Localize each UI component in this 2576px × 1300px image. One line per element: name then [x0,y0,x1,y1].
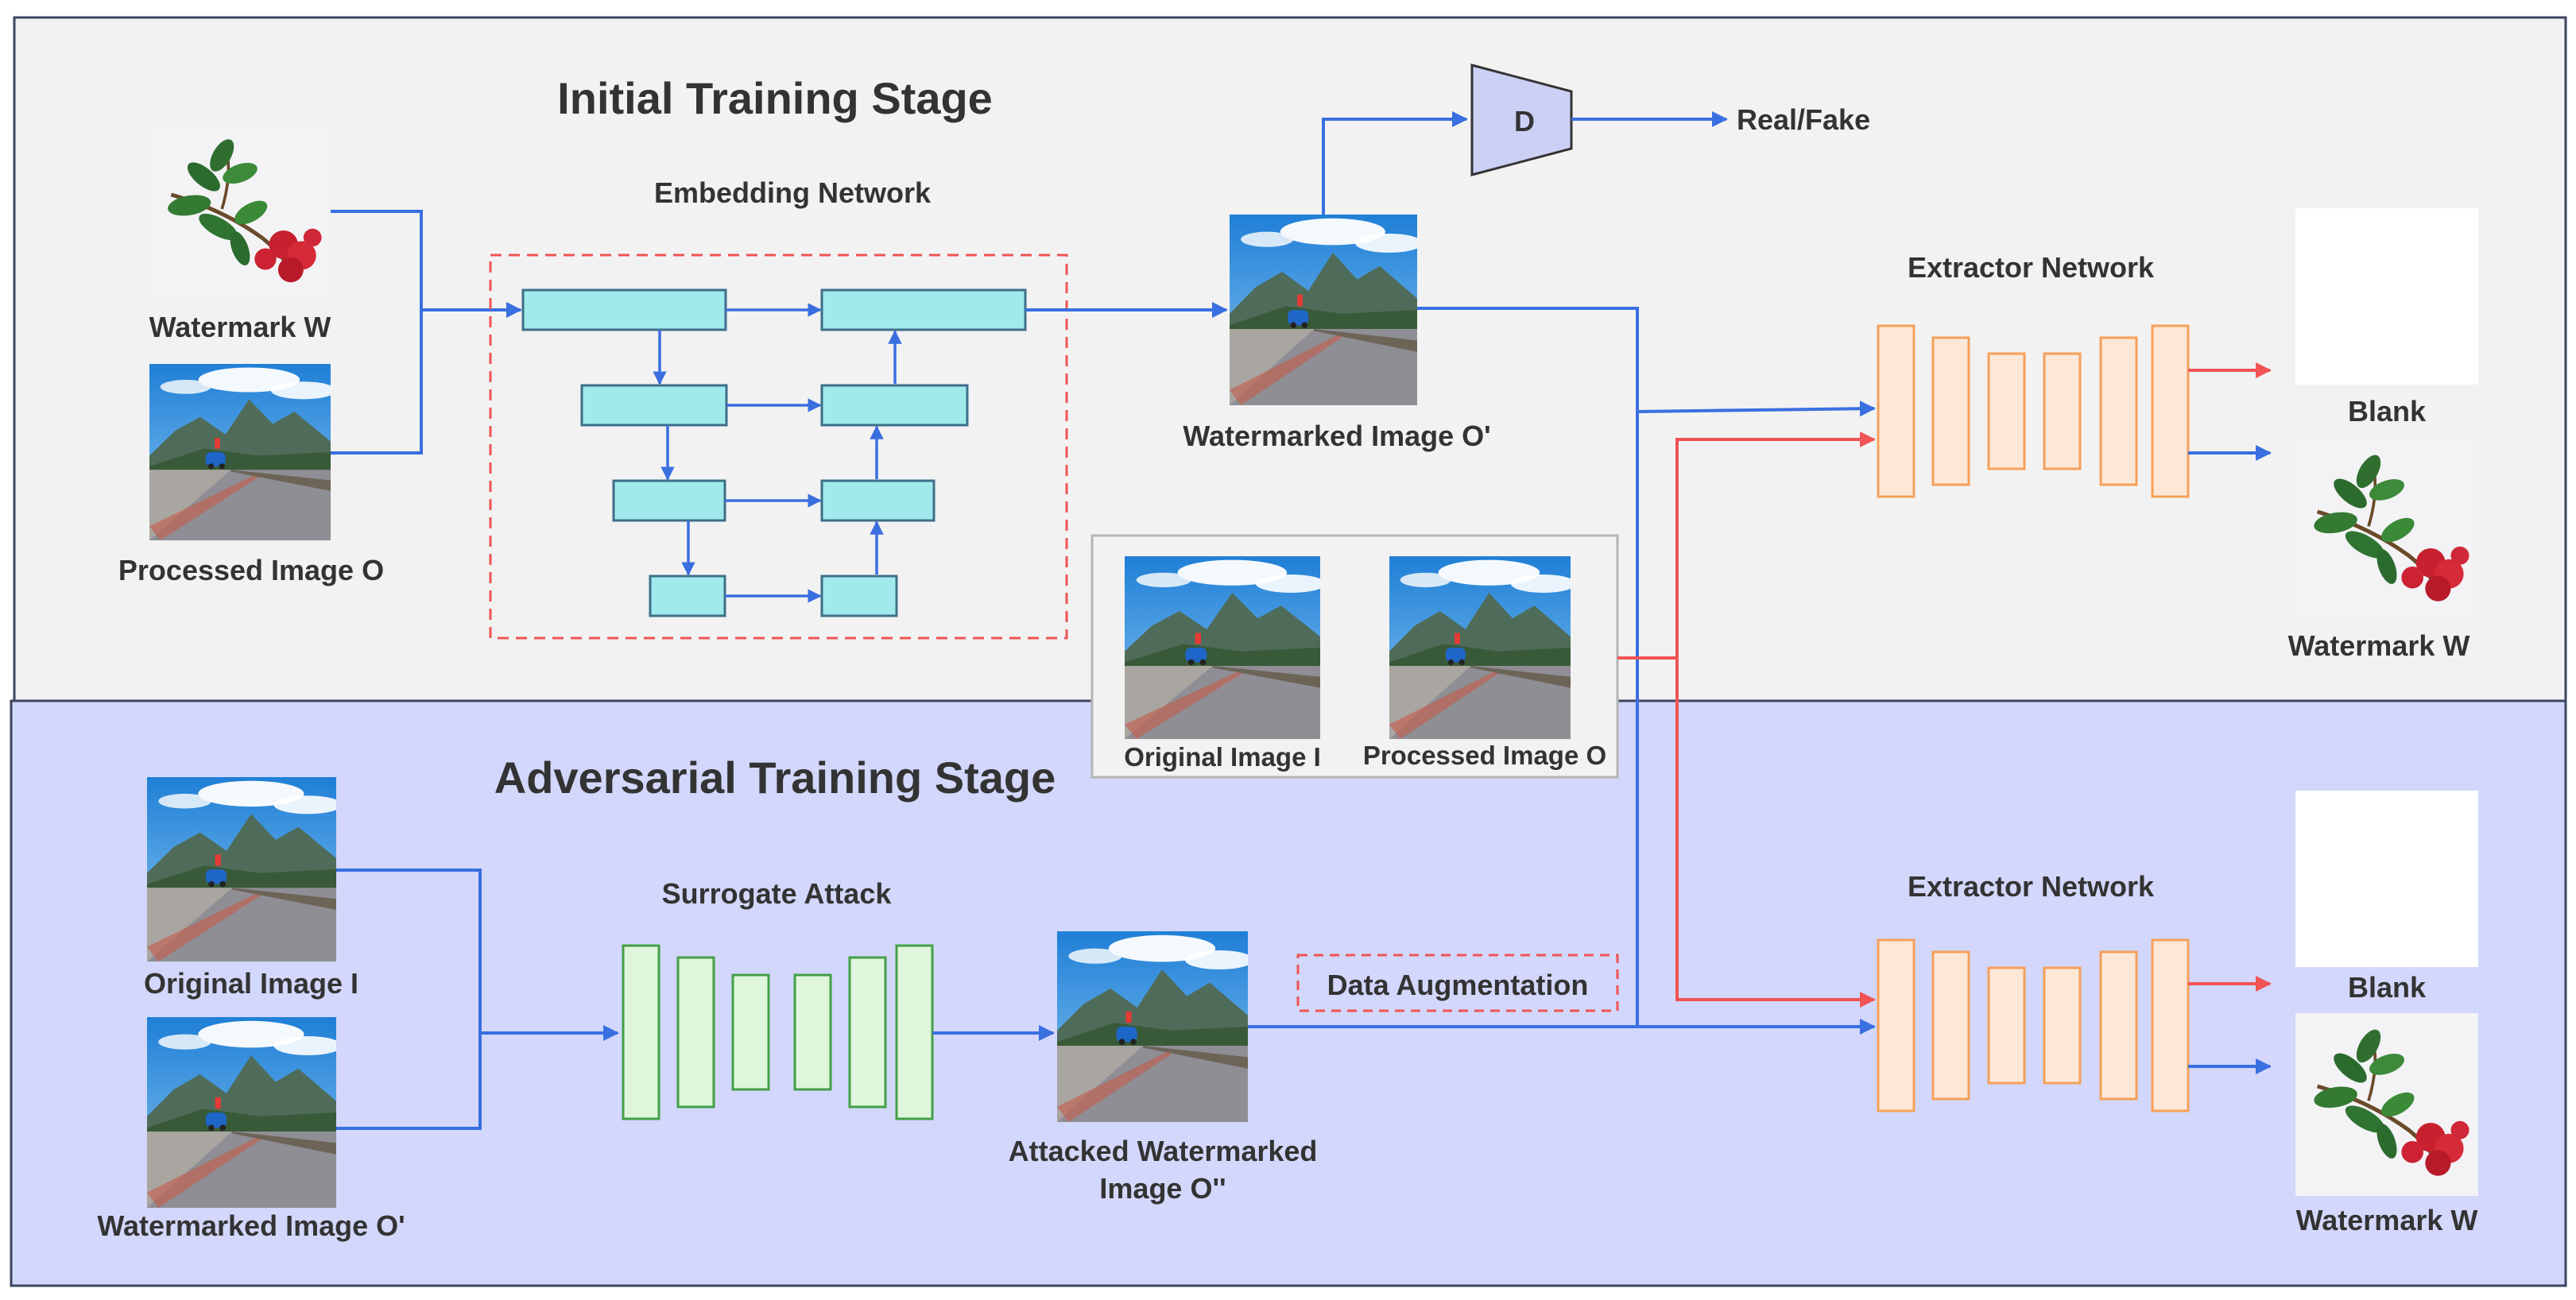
watermark-w-label: Watermark W [149,311,331,343]
initial-stage-title: Initial Training Stage [557,73,993,123]
embedding-network-box [489,253,1068,640]
watermarked-image-o-input-image [147,1017,336,1208]
extractor-network-1 [1877,324,2190,498]
attacked-watermarked-image [1057,931,1248,1122]
original-image-i-label: Original Image I [144,967,358,1000]
encoder-block-2 [580,384,728,427]
attacked-watermarked-label-line1: Attacked Watermarked [1009,1135,1318,1167]
discriminator-shape [1470,64,1573,176]
adversarial-stage-panel [10,699,2567,1287]
bottleneck-block [649,575,726,617]
processed-to-merge-line [331,310,423,455]
decoder-block-3 [820,384,969,427]
original-image-i-sample [1125,556,1320,739]
samples-to-extractor-line [1617,431,1876,660]
adversarial-stage-title: Adversarial Training Stage [494,753,1056,803]
attacked-watermarked-label-line2: Image O'' [1099,1172,1226,1205]
watermarked-image-o-input-label: Watermarked Image O' [97,1209,405,1242]
watermark-output-1-image [2295,439,2478,621]
processed-image-o-sample [1389,556,1571,739]
watermark-output-2-image [2295,1013,2478,1196]
watermarked-image-o-label: Watermarked Image O' [1183,420,1490,452]
processed-image-o-sample-label: Processed Image O [1363,741,1606,770]
watermarked-to-discriminator-arrow [1322,111,1468,215]
blank-output-1-image [2295,208,2478,385]
embedding-blocks [521,288,1027,617]
embedding-network-label: Embedding Network [654,176,932,209]
processed-image-o-image [149,364,331,540]
surrogate-attack-network [622,944,934,1120]
extractor-network-1-label: Extractor Network [1908,251,2155,284]
data-augmentation-box [1296,954,1619,1012]
original-to-merge-line [336,869,482,1033]
encoder-block-3 [612,479,726,522]
watermarked-input-to-merge-line [336,1033,482,1130]
watermark-output-1-label: Watermark W [2288,629,2470,662]
watermark-w-image [149,123,331,302]
decoder-block-2 [820,479,935,522]
watermarked-image-o-image [1230,215,1417,405]
discriminator-label: D [1514,105,1535,137]
blank-output-2-label: Blank [2348,971,2427,1004]
watermarked-to-extractor-line [1417,307,1639,1027]
samples-to-extractor2-arrow [1675,658,1876,1008]
watermark-to-merge-line [331,210,423,310]
original-image-i-image [147,777,336,961]
processed-image-o-label: Processed Image O [118,554,384,586]
blank-output-1-label: Blank [2348,395,2427,428]
original-image-i-sample-label: Original Image I [1124,742,1321,772]
surrogate-attack-label: Surrogate Attack [662,877,893,910]
embedding-arrows [653,303,902,603]
decoder-block-4 [820,288,1027,331]
extractor-network-2 [1877,938,2190,1112]
watermark-output-2-label: Watermark W [2296,1204,2478,1236]
decoder-block-1 [820,575,898,617]
blank-output-2-image [2295,791,2478,967]
watermarked-to-extractor1-arrow [1637,400,1876,417]
extractor-network-2-label: Extractor Network [1908,870,2155,903]
encoder-block-1 [521,288,727,331]
real-fake-label: Real/Fake [1737,103,1870,136]
data-augmentation-label: Data Augmentation [1327,969,1589,1001]
